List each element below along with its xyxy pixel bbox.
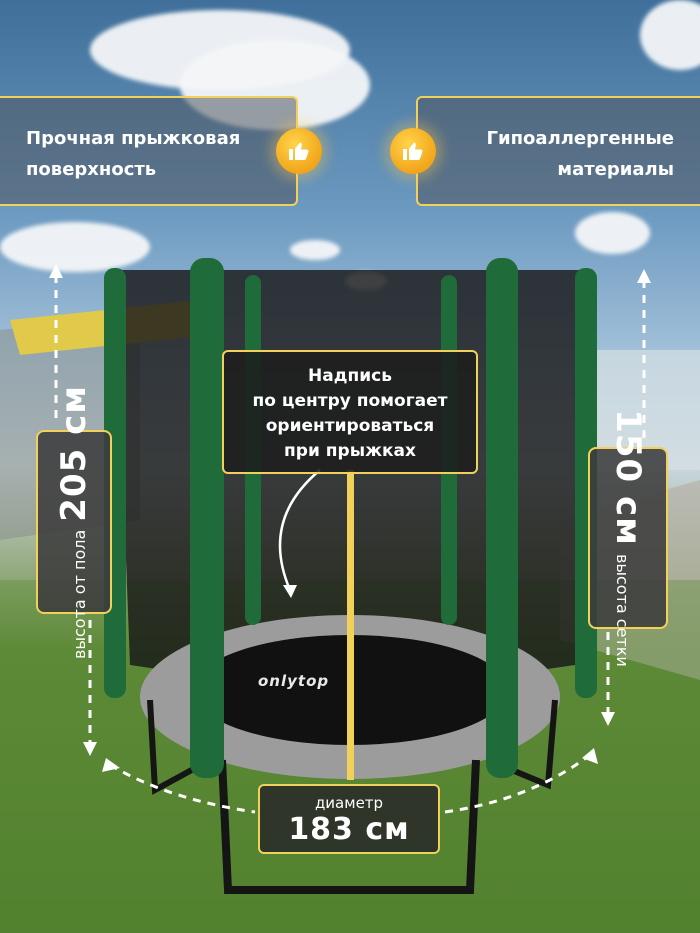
cloud <box>0 222 150 272</box>
cloud <box>290 240 340 260</box>
height-from-floor-label: высота от пола <box>70 529 89 660</box>
feature-text-line: материалы <box>557 159 674 180</box>
net-height-value: 150 см <box>608 409 648 546</box>
note-line: ориентироваться <box>265 416 435 436</box>
feature-panel-right: Гипоаллергенные материалы <box>416 96 700 206</box>
feature-text-line: поверхность <box>26 159 157 180</box>
cloud <box>640 0 700 70</box>
cloud <box>575 212 650 254</box>
net-height-badge: высота сетки 150 см <box>588 409 668 667</box>
diameter-badge: диаметр 183 см <box>258 784 440 854</box>
note-line: при прыжках <box>284 441 416 461</box>
feature-text-line: Гипоаллергенные <box>486 128 674 149</box>
brand-logo: onlytop <box>258 672 330 690</box>
height-from-floor-value: 205 см <box>54 384 94 522</box>
thumbs-up-icon <box>390 128 436 174</box>
height-from-floor-badge: высота от пола 205 см <box>36 385 112 659</box>
note-line: Надпись <box>308 366 392 386</box>
center-note-callout: Надпись по центру помогает ориентировать… <box>222 350 478 474</box>
diameter-label: диаметр <box>314 794 384 812</box>
thumbs-up-icon <box>276 128 322 174</box>
diameter-value: 183 см <box>288 812 410 847</box>
note-line: по центру помогает <box>252 391 448 411</box>
feature-panel-left: Прочная прыжковая поверхность <box>0 96 298 206</box>
feature-text-line: Прочная прыжковая <box>26 128 241 149</box>
net-height-label: высота сетки <box>613 553 632 667</box>
